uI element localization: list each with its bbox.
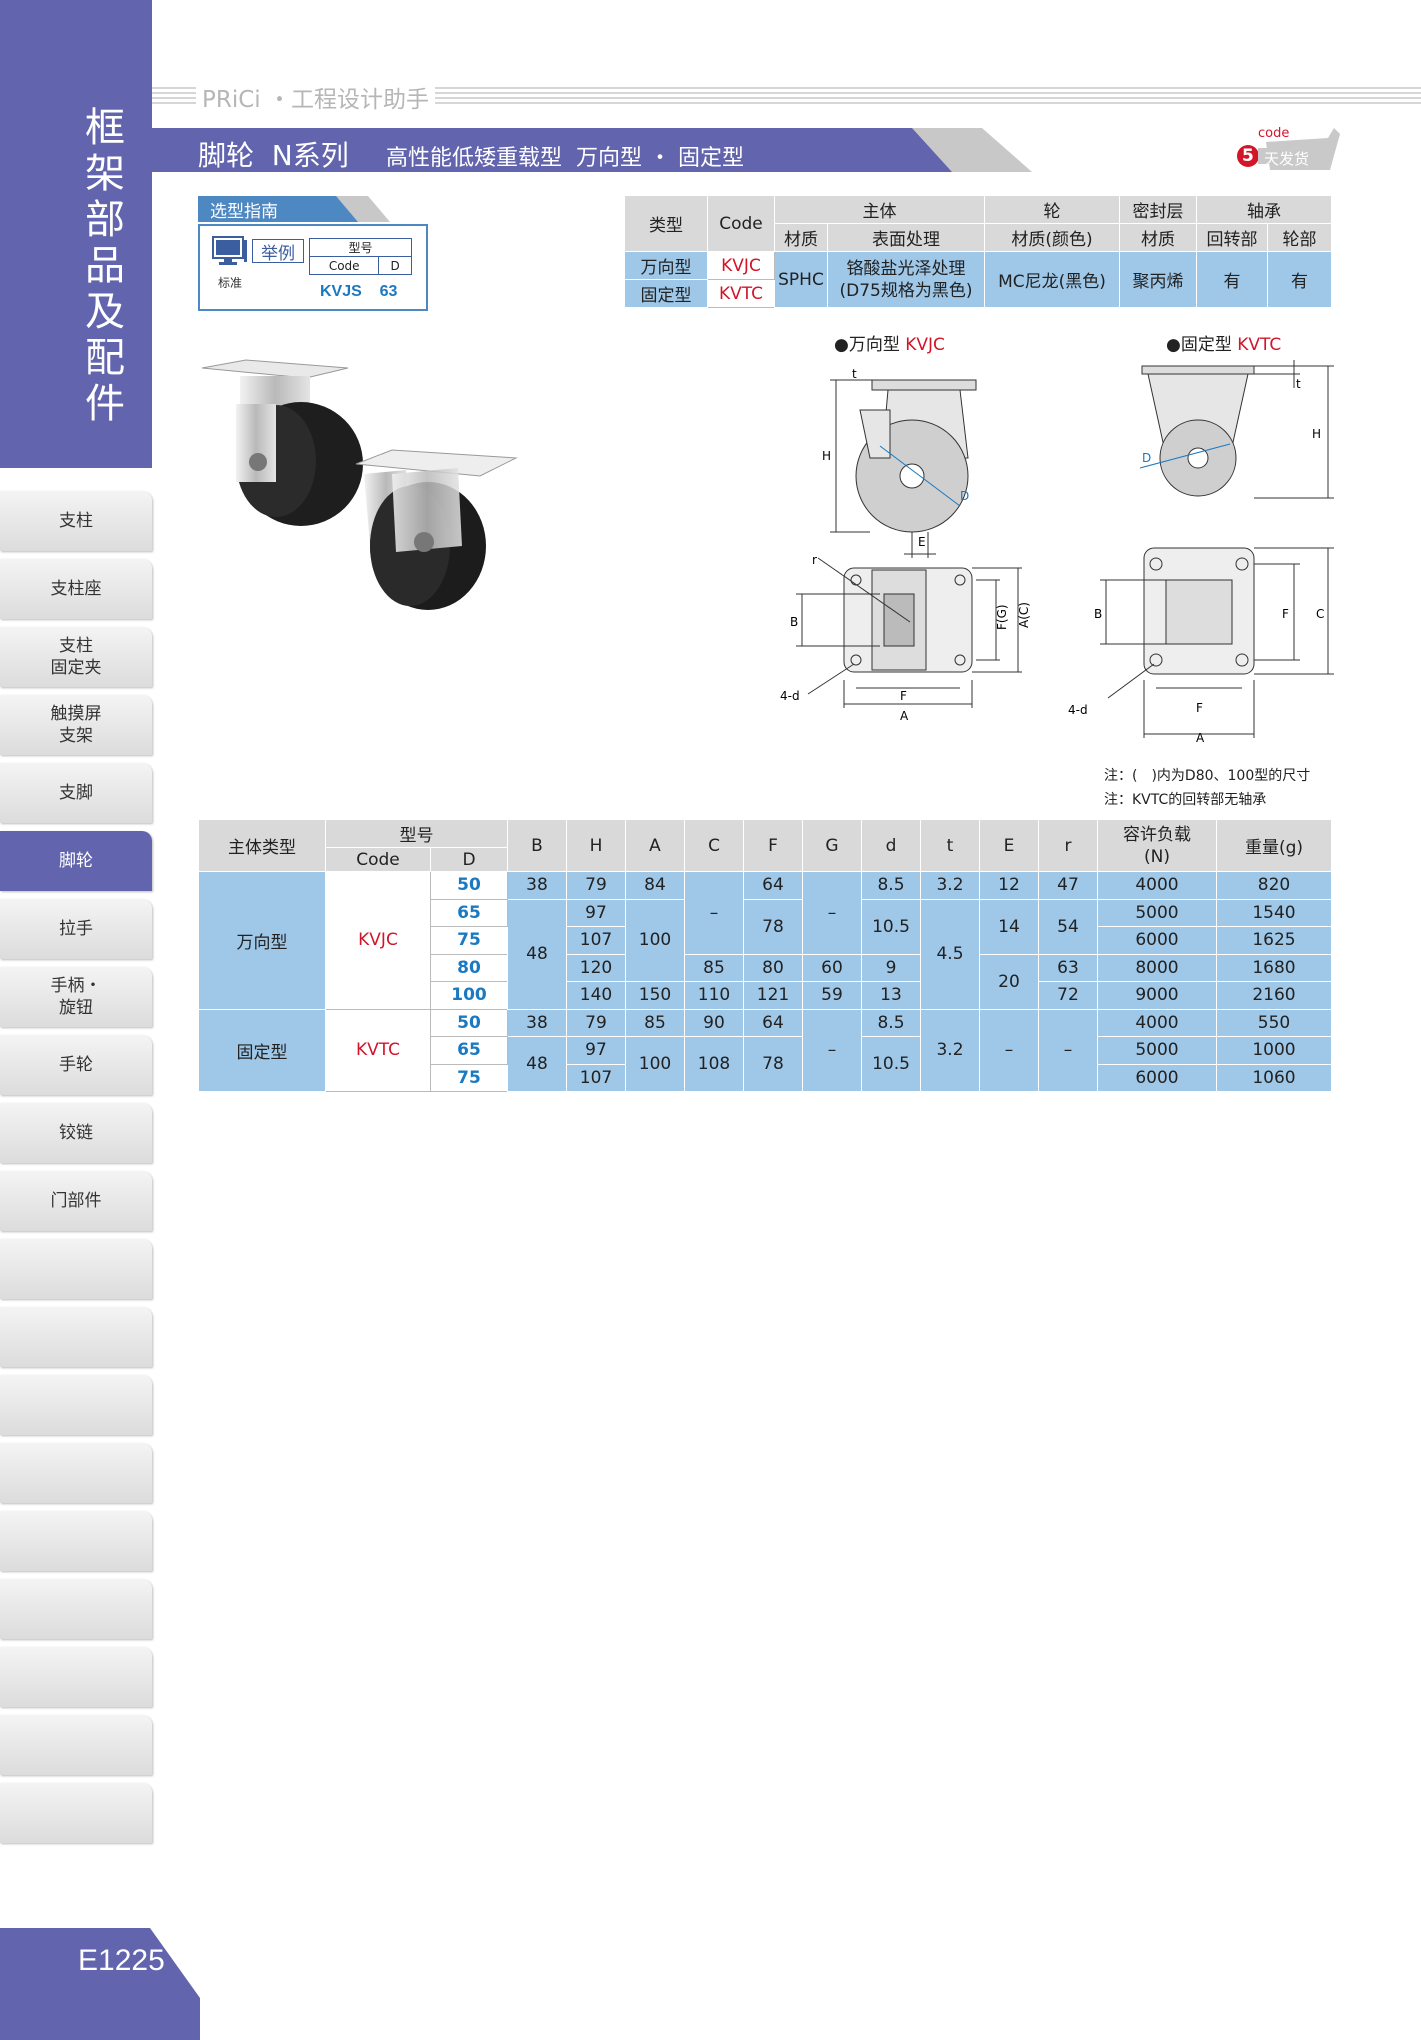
monitor-icon xyxy=(212,236,247,265)
title-bar-notch xyxy=(0,458,152,468)
svg-text:F: F xyxy=(1196,701,1203,715)
standard-label: 标准 xyxy=(218,276,243,290)
guide-model-values: KVJS 63 xyxy=(320,283,398,300)
page-title: 脚轮 N系列 xyxy=(198,139,349,172)
fixed-drawing-title: ●固定型 KVTC xyxy=(1166,335,1282,355)
page-number: E1225 xyxy=(78,1944,165,1977)
sidebar-item-empty-9 xyxy=(0,1783,152,1843)
sidebar-item-empty-6 xyxy=(0,1579,152,1639)
svg-text:D: D xyxy=(1142,451,1151,465)
ship-days-badge: code 5 天发货 xyxy=(1230,126,1340,174)
svg-text:4-d: 4-d xyxy=(780,689,800,703)
svg-text:4-d: 4-d xyxy=(1068,703,1088,717)
page-subtitle: 高性能低矮重载型 万向型 ・ 固定型 xyxy=(386,146,744,171)
sidebar-item-hinge[interactable]: 铰链 xyxy=(0,1103,152,1163)
sidebar-item-pull-handle[interactable]: 拉手 xyxy=(0,899,152,959)
sidebar-item-pillar-base[interactable]: 支柱座 xyxy=(0,559,152,619)
swivel-drawing-title: ●万向型 KVJC xyxy=(834,335,945,355)
svg-text:D: D xyxy=(960,489,969,503)
title-band xyxy=(152,128,1032,172)
sidebar-item-empty-8 xyxy=(0,1715,152,1775)
sidebar-item-handwheel[interactable]: 手轮 xyxy=(0,1035,152,1095)
svg-text:C: C xyxy=(1316,607,1324,621)
sidebar-item-empty-4 xyxy=(0,1443,152,1503)
svg-text:A: A xyxy=(900,709,909,723)
category-title-bar xyxy=(0,0,152,468)
svg-text:A: A xyxy=(1196,731,1205,745)
sidebar-item-empty-1 xyxy=(0,1239,152,1299)
truck-icon xyxy=(1237,128,1340,170)
svg-text:B: B xyxy=(1094,607,1102,621)
svg-text:r: r xyxy=(812,553,817,567)
svg-text:F(G): F(G) xyxy=(995,604,1009,630)
svg-text:H: H xyxy=(1312,427,1321,441)
category-vertical-title: 框架部品及配件 xyxy=(85,105,125,427)
svg-text:E: E xyxy=(918,535,926,549)
spec-table: 类型 Code 主体 轮 密封层 轴承 材质 表面处理 材质(颜色) 材质 回转… xyxy=(624,195,1332,308)
svg-text:t: t xyxy=(1296,377,1301,391)
svg-text:H: H xyxy=(822,449,831,463)
svg-text:B: B xyxy=(790,615,798,629)
sidebar-item-touchscreen-bracket[interactable]: 触摸屏 支架 xyxy=(0,695,152,755)
sidebar-item-handle-knob[interactable]: 手柄・ 旋钮 xyxy=(0,967,152,1027)
svg-text:t: t xyxy=(852,367,857,381)
svg-text:F: F xyxy=(900,689,907,703)
sidebar-item-empty-3 xyxy=(0,1375,152,1435)
dimension-table: 主体类型 型号 B H A C F G d t E r 容许负载 (N) 重量(… xyxy=(198,819,1332,1092)
notes: 注：( )内为D80、100型的尺寸 注：KVTC的回转部无轴承 xyxy=(1104,768,1311,808)
svg-text:A(C): A(C) xyxy=(1017,602,1031,628)
sidebar-item-empty-5 xyxy=(0,1511,152,1571)
example-tag: 举例 xyxy=(252,239,304,264)
sidebar-item-empty-7 xyxy=(0,1647,152,1707)
brand-name: PRiCi ・工程设计助手 xyxy=(196,80,436,114)
sidebar-item-caster[interactable]: 脚轮 xyxy=(0,831,152,891)
caster-dimension-drawings: H t D E B F A F(G) A(C) 4-d r H t xyxy=(780,360,1334,745)
page-number-tab xyxy=(0,1928,200,2040)
caster-product-photo xyxy=(201,359,518,610)
guide-header-band xyxy=(198,196,390,222)
sidebar-item-empty-2 xyxy=(0,1307,152,1367)
sidebar-item-door-parts[interactable]: 门部件 xyxy=(0,1171,152,1231)
guide-title: 选型指南 xyxy=(210,202,278,222)
sidebar-item-foot[interactable]: 支脚 xyxy=(0,763,152,823)
svg-text:F: F xyxy=(1282,607,1289,621)
sidebar-item-pillar[interactable]: 支柱 xyxy=(0,491,152,551)
sidebar-item-pillar-clamp[interactable]: 支柱 固定夹 xyxy=(0,627,152,687)
